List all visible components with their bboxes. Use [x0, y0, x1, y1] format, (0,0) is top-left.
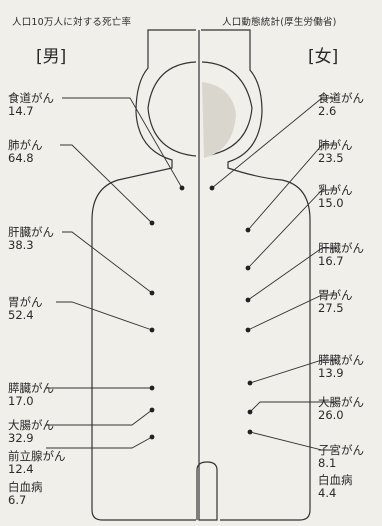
- female-hair: [202, 82, 236, 158]
- rate-caption: 人口10万人に対する死亡率: [12, 17, 132, 28]
- male-leaders: [46, 97, 183, 449]
- female-silhouette: [201, 29, 311, 521]
- male-silhouette: [91, 29, 196, 521]
- male-label: [男]: [36, 47, 67, 67]
- male-dots: [149, 185, 185, 440]
- source-caption: 人口動態統計(厚生労働省): [222, 17, 337, 28]
- female-leaders: [211, 97, 336, 451]
- female-dots: [209, 185, 253, 435]
- male-head: [147, 61, 197, 157]
- female-label: [女]: [308, 47, 339, 67]
- female-head: [201, 61, 253, 157]
- male-body-outline: [196, 30, 218, 521]
